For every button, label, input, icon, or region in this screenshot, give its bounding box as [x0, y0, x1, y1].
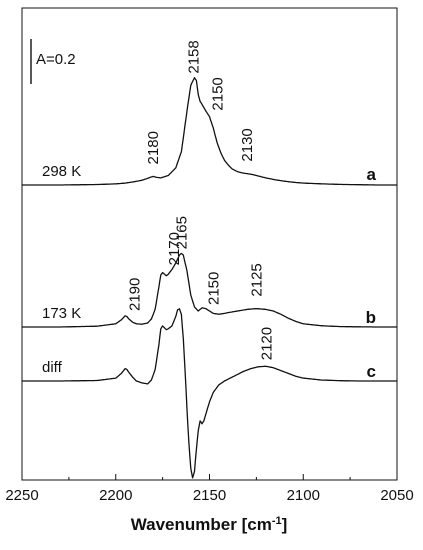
x-axis-ticks: 2250 2200 2150 2100 2050 — [5, 474, 414, 504]
peak-label-b-2165: 2165 — [173, 216, 190, 249]
peak-label-a-2180: 2180 — [145, 131, 162, 164]
x-axis-title: Wavenumber [cm-1] — [131, 515, 288, 534]
spectrum-line-b — [22, 252, 397, 328]
x-tick-label-2150: 2150 — [193, 487, 226, 504]
series-letter-b: b — [366, 308, 376, 327]
peak-label-b-2150: 2150 — [206, 272, 223, 305]
x-axis-title-main: Wavenumber [cm — [131, 515, 272, 534]
peak-label-a-2150: 2150 — [210, 77, 227, 110]
series-annotation-a: 298 K — [42, 163, 81, 180]
peak-label-a-2130: 2130 — [239, 128, 256, 161]
x-tick-label-2050: 2050 — [380, 487, 413, 504]
spectrum-line-c — [22, 308, 397, 479]
series-letter-a: a — [367, 165, 377, 184]
peak-label-b-2170: 2170 — [166, 232, 183, 265]
x-tick-label-2100: 2100 — [287, 487, 320, 504]
series-letter-c: c — [367, 362, 376, 381]
peak-label-c-2120: 2120 — [259, 327, 276, 360]
x-axis-title-end: ] — [282, 515, 288, 534]
spectrum-line-a — [22, 77, 397, 186]
series-annotation-b: 173 K — [42, 305, 81, 322]
peak-label-b-2190: 2190 — [127, 278, 144, 311]
peak-label-a-2158: 2158 — [186, 40, 203, 73]
x-tick-label-2250: 2250 — [5, 487, 38, 504]
peak-label-b-2125: 2125 — [248, 263, 265, 296]
x-axis-title-sup: -1 — [272, 515, 282, 527]
series-annotation-c: diff — [42, 359, 63, 376]
x-tick-label-2200: 2200 — [99, 487, 132, 504]
scale-bar-label: A=0.2 — [36, 51, 76, 68]
